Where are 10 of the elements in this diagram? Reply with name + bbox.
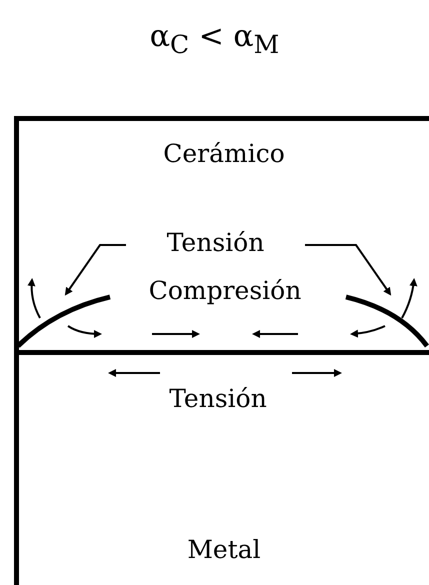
formula: α$_{C}$ < α$_{M}$ bbox=[148, 22, 280, 57]
stress-label: Tensión bbox=[168, 386, 268, 411]
material-label: Cerámico bbox=[162, 141, 286, 166]
stress-label: Tensión bbox=[166, 230, 266, 255]
material-label: Metal bbox=[186, 537, 262, 562]
ceramic-region bbox=[14, 116, 429, 352]
leader-arrow bbox=[64, 244, 126, 296]
metal-region bbox=[14, 350, 429, 585]
leader-arrow bbox=[305, 244, 392, 296]
stress-label: Compresión bbox=[148, 278, 302, 303]
